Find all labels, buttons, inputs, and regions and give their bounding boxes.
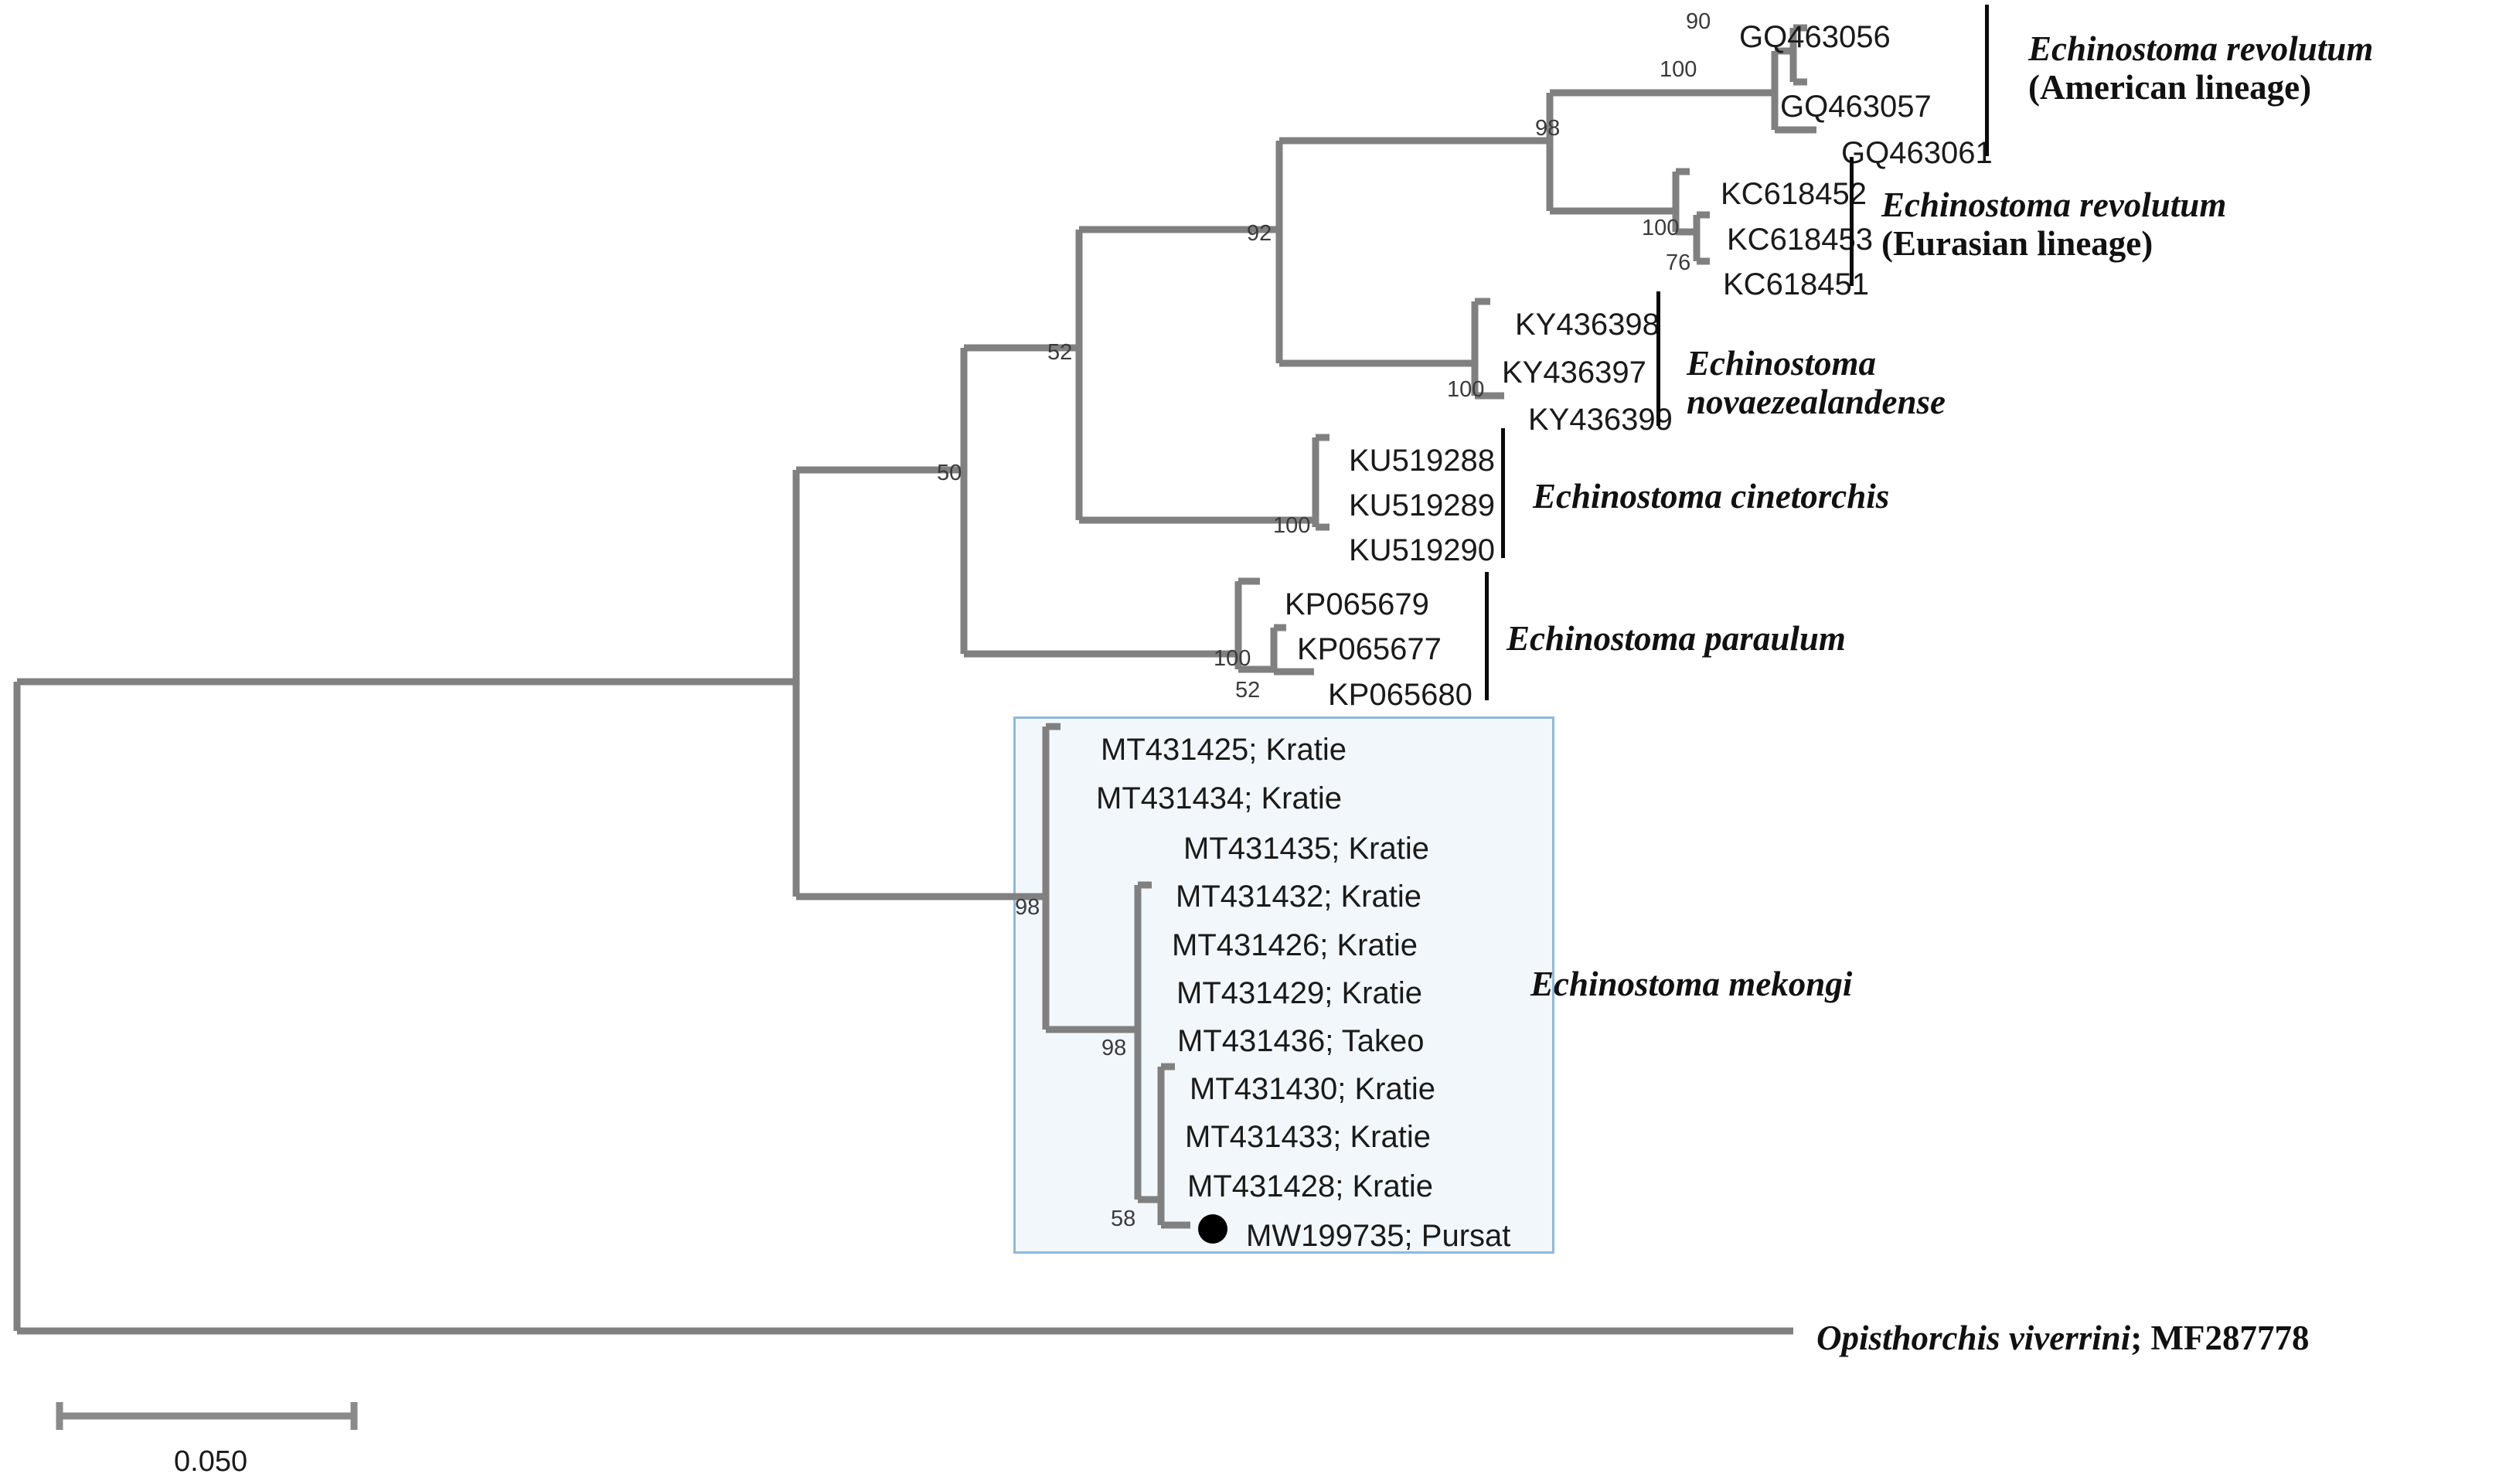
tip-label: MW199735; Pursat — [1246, 1219, 1511, 1253]
tip-label: KP065677 — [1297, 632, 1442, 666]
bootstrap-value: 100 — [1660, 57, 1697, 82]
tip-label: KP065680 — [1328, 678, 1473, 712]
new-isolate-marker-dot — [1198, 1214, 1227, 1244]
tip-label: KC618451 — [1723, 267, 1870, 301]
tip-label: GQ463061 — [1841, 136, 1993, 170]
tip-label: MT431426; Kratie — [1172, 928, 1418, 962]
species-label-line: Echinostoma — [1687, 344, 1877, 383]
species-label: Echinostoma paraulum — [1507, 619, 1846, 658]
species-bracket — [1985, 5, 1989, 156]
species-label-line: Echinostoma revolutum — [2028, 29, 2374, 68]
species-bracket — [1485, 572, 1489, 700]
bootstrap-value: 90 — [1686, 9, 1711, 34]
species-label: Echinostoma cinetorchis — [1533, 477, 1889, 516]
species-bracket — [1656, 291, 1660, 426]
bootstrap-value: 76 — [1666, 250, 1691, 275]
tip-label: KC618452 — [1721, 177, 1867, 211]
bootstrap-value: 100 — [1447, 377, 1485, 402]
tip-label: MT431432; Kratie — [1176, 880, 1421, 914]
species-label: Echinostoma revolutum(American lineage) — [2028, 29, 2373, 107]
bootstrap-value: 92 — [1247, 221, 1272, 246]
bootstrap-value: 58 — [1111, 1207, 1136, 1231]
species-label-line: novaezealandense — [1687, 383, 1946, 422]
species-label-line: Echinostoma revolutum — [1881, 186, 2227, 224]
bootstrap-value: 100 — [1642, 216, 1680, 240]
species-bracket — [1501, 428, 1505, 558]
bootstrap-value: 98 — [1535, 116, 1561, 141]
tip-label: MT431430; Kratie — [1190, 1072, 1435, 1106]
species-label-line: Echinostoma mekongi — [1530, 965, 1853, 1003]
tip-label: KP065679 — [1285, 587, 1429, 621]
tip-label: KY436398 — [1515, 308, 1660, 342]
bootstrap-value: 52 — [1235, 678, 1261, 703]
tip-label: MT431425; Kratie — [1101, 733, 1347, 767]
tip-label: MT431434; Kratie — [1096, 781, 1342, 815]
outgroup-separator: ; — [2130, 1319, 2151, 1357]
scale-bar-label: 0.050 — [174, 1445, 248, 1478]
bootstrap-value: 98 — [1015, 895, 1040, 920]
tip-label: MT431433; Kratie — [1185, 1120, 1431, 1154]
tip-label: GQ463056 — [1739, 20, 1891, 54]
species-bracket — [1850, 157, 1854, 286]
outgroup-accession: MF287778 — [2150, 1319, 2310, 1357]
species-label: Echinostoma revolutum(Eurasian lineage) — [1881, 186, 2226, 264]
bootstrap-value: 100 — [1214, 646, 1251, 671]
tip-label: KU519288 — [1349, 444, 1496, 478]
outgroup-species-name: Opisthorchis viverrini — [1816, 1319, 2131, 1357]
species-label-line: (Eurasian lineage) — [1881, 224, 2153, 264]
mekongi-highlight-box — [1013, 716, 1554, 1254]
tip-label: MT431435; Kratie — [1183, 832, 1429, 866]
bootstrap-value: 52 — [1047, 340, 1073, 365]
tip-label: KU519290 — [1349, 533, 1496, 567]
species-label-line: Echinostoma paraulum — [1507, 619, 1846, 658]
bootstrap-value: 50 — [937, 461, 962, 485]
species-label: Echinostoma mekongi — [1530, 965, 1852, 1003]
species-label-line: Echinostoma cinetorchis — [1533, 477, 1890, 516]
bootstrap-value: 100 — [1273, 513, 1311, 538]
outgroup-label: Opisthorchis viverrini; MF287778 — [1816, 1318, 2310, 1358]
tip-label: KC618453 — [1727, 223, 1874, 257]
species-label-line: (American lineage) — [2028, 68, 2312, 107]
tip-label: MT431429; Kratie — [1176, 976, 1422, 1010]
tip-label: KY436399 — [1528, 403, 1673, 437]
tip-label: KU519289 — [1349, 488, 1496, 522]
tip-label: KY436397 — [1502, 356, 1646, 390]
tip-label: MT431436; Takeo — [1177, 1024, 1425, 1058]
tip-label: GQ463057 — [1780, 90, 1932, 124]
tip-label: MT431428; Kratie — [1187, 1169, 1433, 1203]
bootstrap-value: 98 — [1101, 1036, 1127, 1060]
